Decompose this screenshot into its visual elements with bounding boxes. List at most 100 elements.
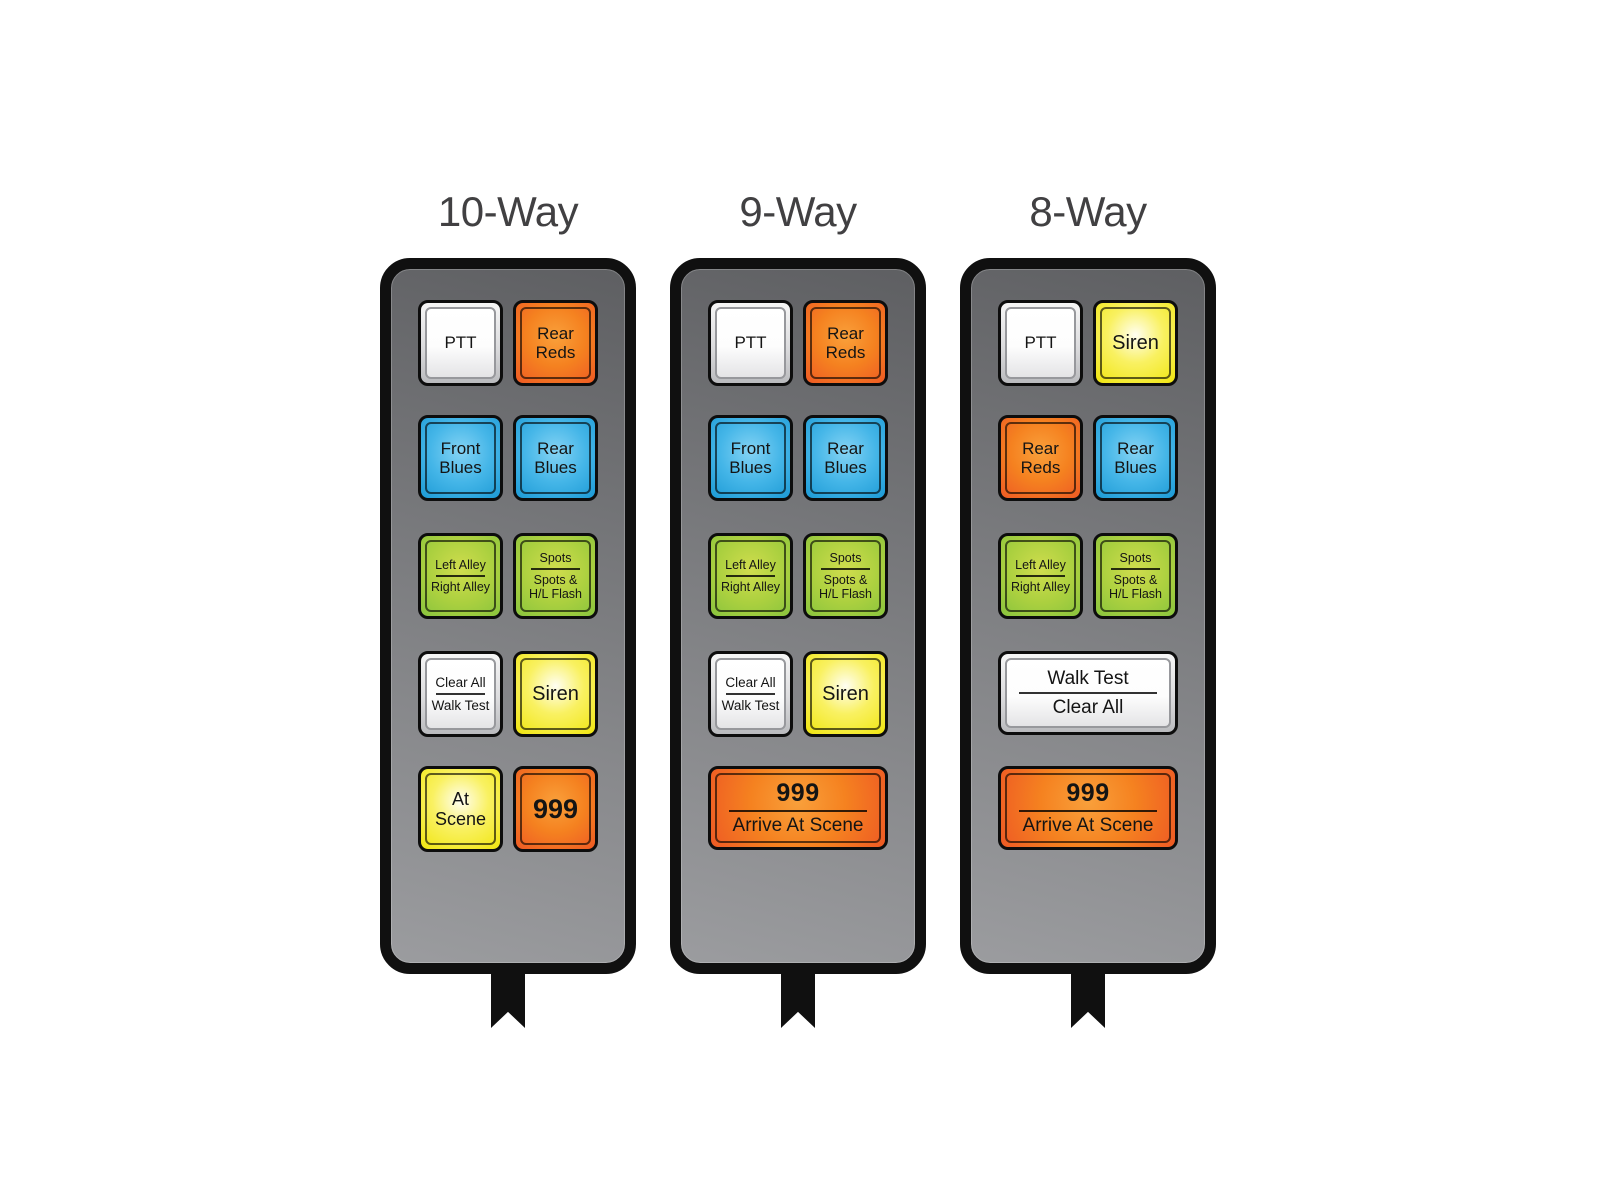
- button-label-line: Blues: [439, 458, 482, 477]
- divider-line: [726, 693, 775, 695]
- button-label-line: Spots &: [823, 573, 868, 587]
- divider-line: [1019, 810, 1157, 813]
- button-label-line: Blues: [534, 458, 577, 477]
- button-label-line: H/L Flash: [1108, 587, 1163, 601]
- button-label-line: Blues: [729, 458, 772, 477]
- button-label: Clear All: [1053, 697, 1124, 718]
- button-label: Spots &H/L Flash: [529, 573, 582, 601]
- button-label-line: Clear All: [725, 674, 776, 690]
- panel-title-9-way: 9-Way: [739, 188, 857, 235]
- button-label: Left Alley: [435, 558, 486, 572]
- button-label-line: PTT: [444, 333, 477, 353]
- button-label-line: Right Alley: [720, 580, 781, 594]
- button-label: Spots: [830, 551, 862, 565]
- button-label-line: Rear: [827, 438, 864, 458]
- button-label-line: Siren: [532, 682, 579, 705]
- button-label: 999: [533, 794, 578, 824]
- button-label-line: PTT: [734, 333, 767, 353]
- button-label-line: Spots &: [1113, 573, 1158, 587]
- button-label-line: Rear: [537, 323, 574, 343]
- button-label-line: Front: [730, 438, 771, 458]
- divider-line: [821, 568, 870, 570]
- divider-line: [729, 810, 867, 813]
- panel-title-8-way: 8-Way: [1029, 188, 1147, 235]
- button-ptt[interactable]: PTT: [708, 300, 793, 386]
- button-ptt[interactable]: PTT: [418, 300, 503, 386]
- panel-title-10-way: 10-Way: [437, 188, 579, 235]
- button-label: 999: [776, 779, 819, 807]
- connector-tab-9-way: [781, 966, 815, 1028]
- button-label: Spots: [1120, 551, 1152, 565]
- button-ptt[interactable]: PTT: [998, 300, 1083, 386]
- button-label-line: Rear: [827, 323, 864, 343]
- button-label: PTT: [444, 333, 476, 352]
- button-label-line: Blues: [824, 458, 867, 477]
- button-siren[interactable]: Siren: [1093, 300, 1178, 386]
- button-label: Siren: [822, 683, 869, 705]
- button-label-line: Walk Test: [431, 698, 490, 713]
- button-label-line: Siren: [822, 682, 869, 705]
- button-label: Right Alley: [1011, 580, 1070, 594]
- button-label: Right Alley: [431, 580, 490, 594]
- button-label: Walk Test: [722, 698, 780, 713]
- button-label-line: Reds: [825, 343, 866, 362]
- button-label-line: At: [451, 788, 469, 809]
- divider-line: [436, 693, 485, 695]
- button-label-line: 999: [776, 779, 820, 808]
- button-label-line: Walk Test: [721, 698, 780, 713]
- button-label: Left Alley: [725, 558, 776, 572]
- button-label-line: Walk Test: [1047, 667, 1129, 689]
- button-label-line: Left Alley: [725, 558, 776, 572]
- button-label-line: Reds: [535, 343, 576, 362]
- button-siren[interactable]: Siren: [803, 651, 888, 737]
- button-999[interactable]: 999: [513, 766, 598, 852]
- button-siren[interactable]: Siren: [513, 651, 598, 737]
- button-label: Siren: [1112, 332, 1159, 354]
- connector-tab-8-way: [1071, 966, 1105, 1028]
- button-label: Spots: [540, 551, 572, 565]
- button-face: PTT: [715, 307, 786, 379]
- button-label-line: Spots: [1119, 551, 1152, 565]
- button-label: Clear All: [435, 675, 485, 690]
- button-label-line: Rear: [537, 438, 574, 458]
- button-label-line: H/L Flash: [818, 587, 873, 601]
- button-face: Siren: [1100, 307, 1171, 379]
